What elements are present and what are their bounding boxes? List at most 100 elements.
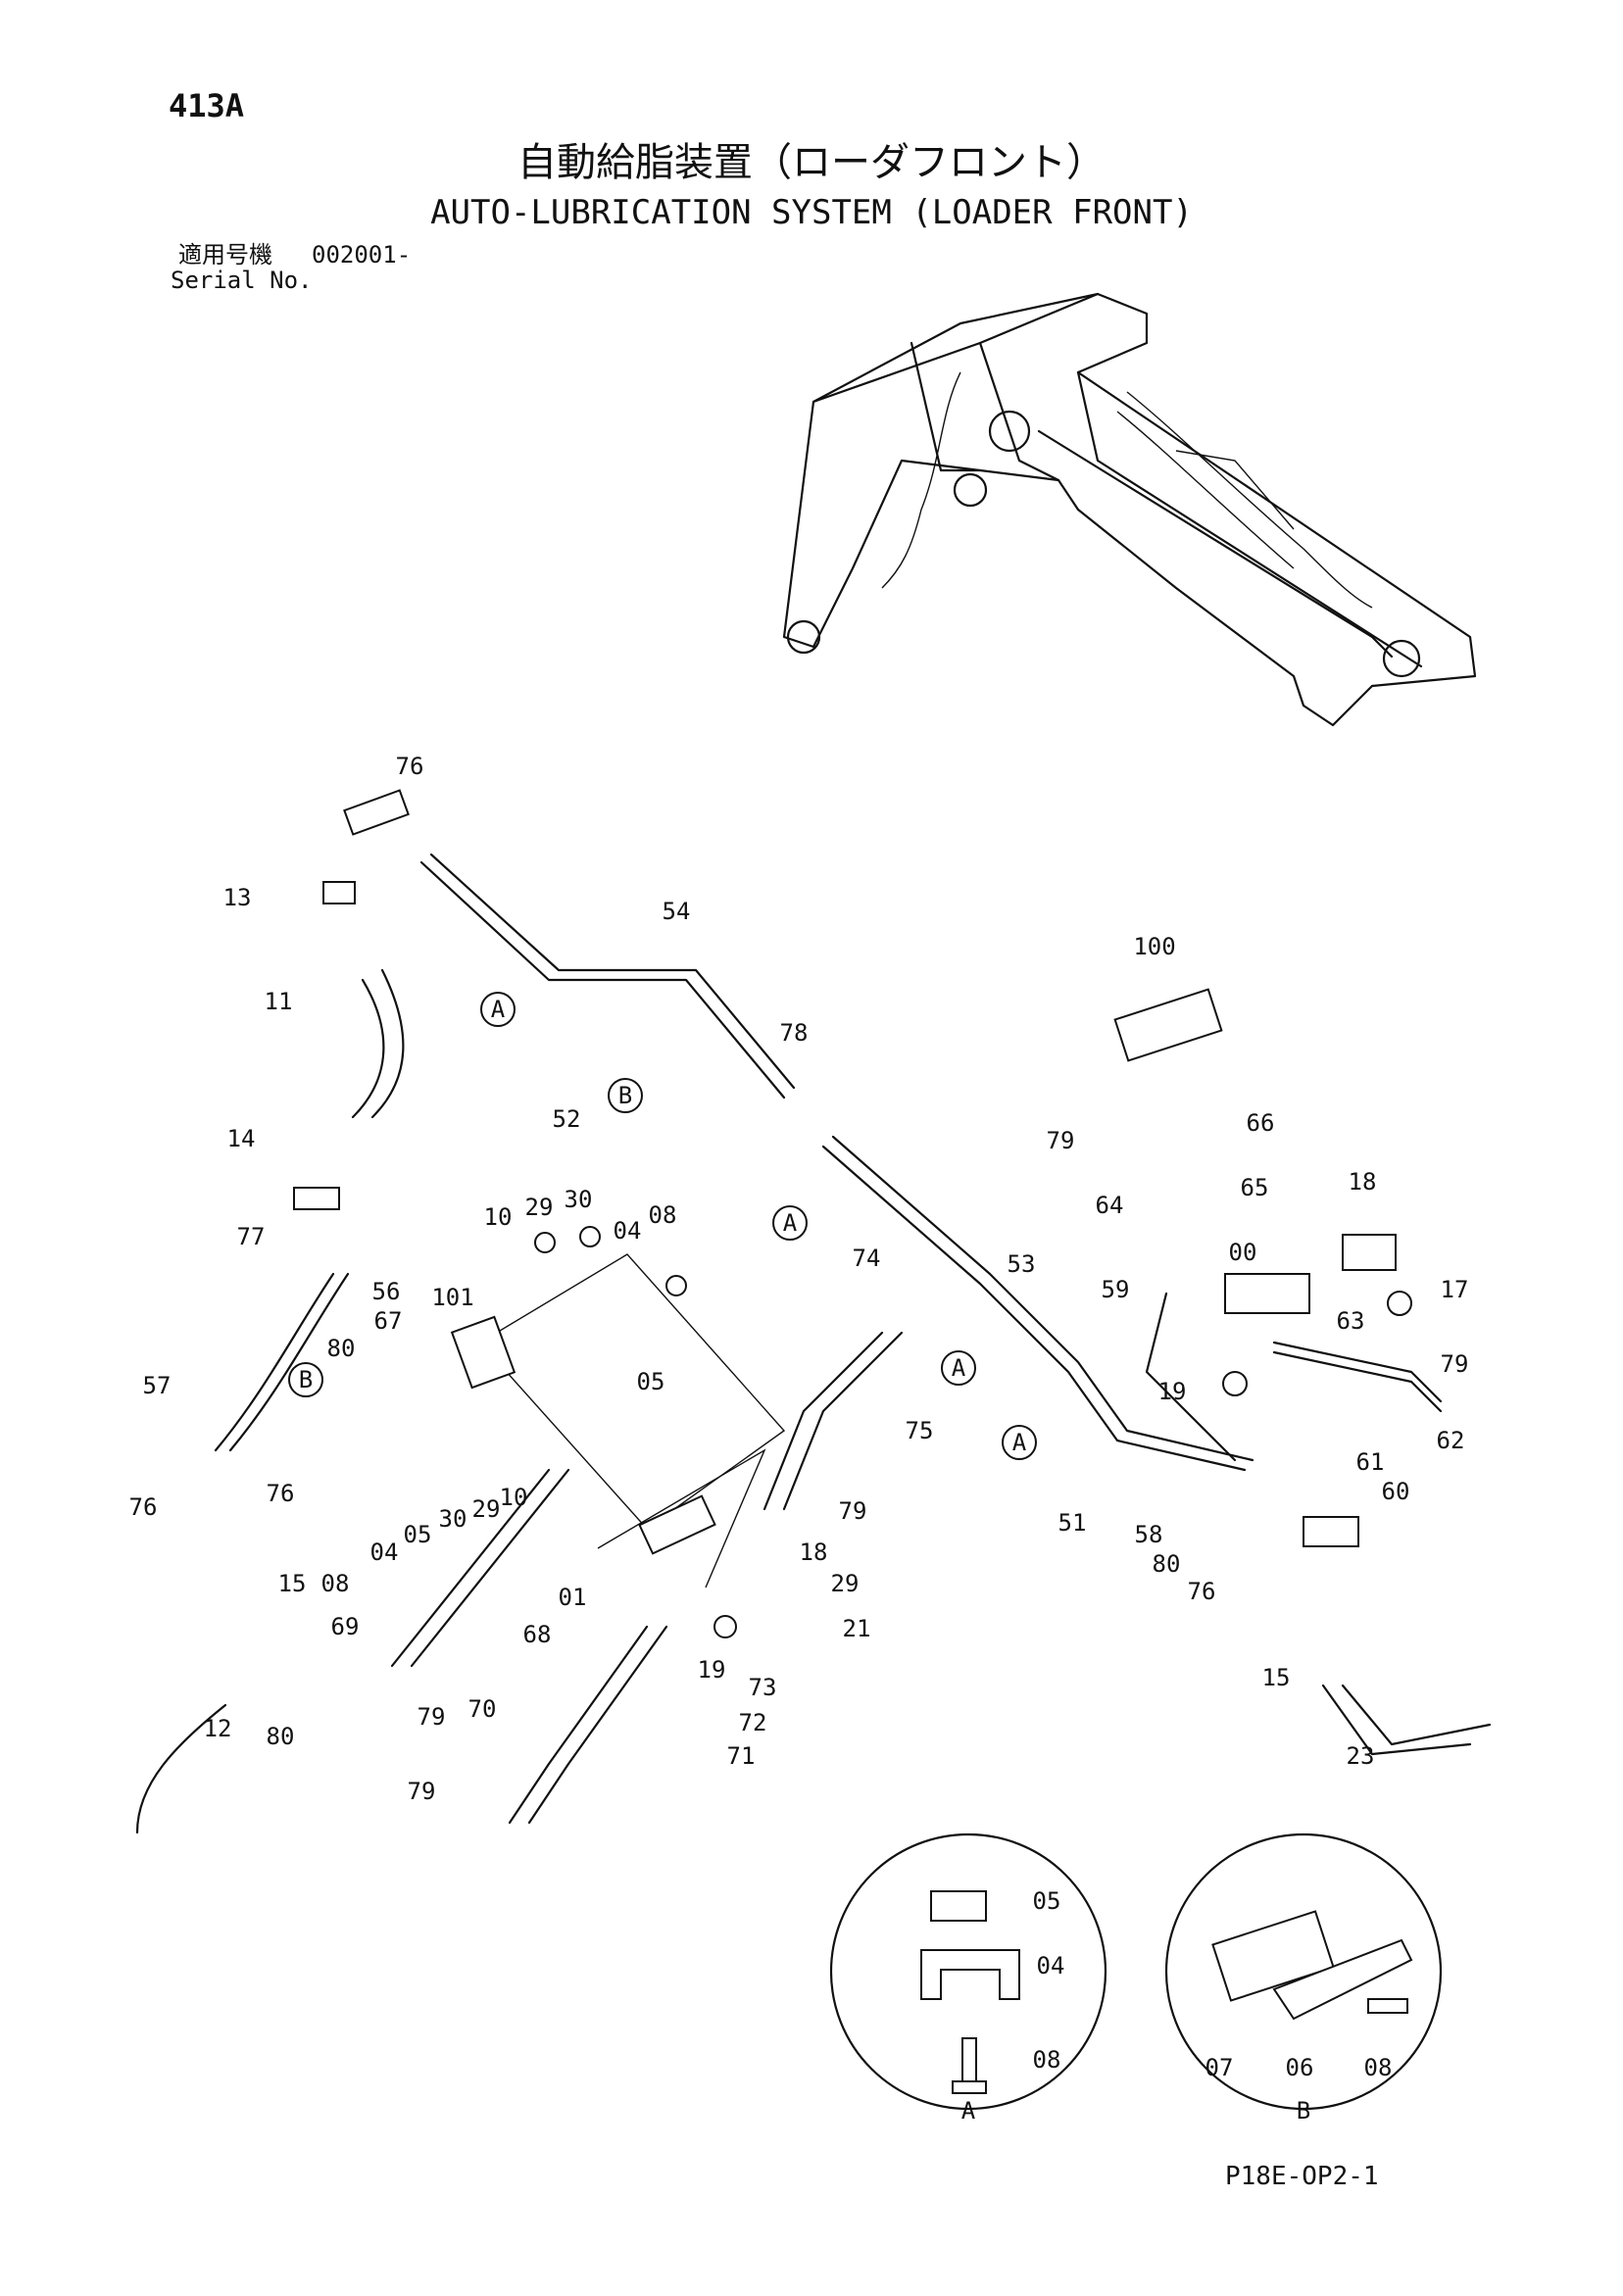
- page-title-english: AUTO-LUBRICATION SYSTEM (LOADER FRONT): [430, 193, 1193, 232]
- callout-08-50: 08: [321, 1570, 350, 1597]
- callout-04-44: 04: [370, 1539, 399, 1566]
- callout-29-13: 29: [525, 1194, 554, 1221]
- callout-10-12: 10: [484, 1203, 513, 1231]
- page-title-japanese: 自動給脂装置（ローダフロント）: [517, 140, 1106, 185]
- callout-77-18: 77: [237, 1223, 266, 1250]
- callout-70-60: 70: [468, 1695, 497, 1723]
- callout-67-25: 67: [374, 1307, 403, 1335]
- detail-label-a: A: [961, 2097, 976, 2125]
- view-marker-a-4: A: [941, 1350, 976, 1386]
- view-marker-b-1: B: [608, 1078, 643, 1113]
- drawing-code: P18E-OP2-1: [1225, 2162, 1379, 2191]
- callout-15-57: 15: [1262, 1664, 1291, 1691]
- callout-63-27: 63: [1337, 1307, 1365, 1335]
- serial-label-japanese: 適用号機: [178, 241, 272, 269]
- callout-62-34: 62: [1437, 1427, 1465, 1454]
- callout-23-65: 23: [1347, 1742, 1375, 1770]
- callout-29-41: 29: [472, 1495, 501, 1523]
- detail-a-view: [829, 1832, 1107, 2111]
- callout-04-15: 04: [614, 1217, 642, 1245]
- svg-text:A: A: [491, 996, 506, 1023]
- callout-08-73: 08: [1364, 2054, 1393, 2081]
- callout-12-62: 12: [204, 1715, 232, 1742]
- callout-57-31: 57: [143, 1372, 172, 1399]
- callout-68-55: 68: [523, 1621, 552, 1648]
- callout-80-48: 80: [1153, 1550, 1181, 1578]
- svg-text:B: B: [299, 1366, 313, 1393]
- callout-64-17: 64: [1096, 1192, 1124, 1219]
- svg-text:B: B: [618, 1082, 632, 1109]
- detail-label-b: B: [1297, 2097, 1310, 2125]
- callout-05-43: 05: [404, 1521, 432, 1548]
- callout-100-3: 100: [1133, 933, 1175, 960]
- view-markers: A B A B A A: [288, 992, 1037, 1460]
- callout-80-64: 80: [267, 1723, 295, 1750]
- callout-05-30: 05: [637, 1368, 665, 1395]
- callout-79-39: 79: [839, 1497, 867, 1525]
- view-marker-a-5: A: [1002, 1425, 1037, 1460]
- callout-76-36: 76: [267, 1480, 295, 1507]
- callout-04-69: 04: [1037, 1952, 1065, 1979]
- callout-18-47: 18: [800, 1539, 828, 1566]
- callout-71-66: 71: [727, 1742, 756, 1770]
- callout-19-58: 19: [698, 1656, 726, 1684]
- callout-76-0: 76: [396, 753, 424, 780]
- callout-79-67: 79: [408, 1778, 436, 1805]
- callout-66-9: 66: [1247, 1109, 1275, 1137]
- callout-76-52: 76: [1188, 1578, 1216, 1605]
- callout-06-72: 06: [1286, 2054, 1314, 2081]
- callout-60-37: 60: [1382, 1478, 1410, 1505]
- callout-51-45: 51: [1058, 1509, 1087, 1537]
- svg-text:A: A: [783, 1209, 798, 1237]
- view-marker-a-2: A: [772, 1205, 808, 1241]
- callout-13-1: 13: [223, 884, 252, 911]
- callout-59-23: 59: [1102, 1276, 1130, 1303]
- callout-11-4: 11: [265, 988, 293, 1015]
- callout-01-53: 01: [559, 1584, 587, 1611]
- callout-73-59: 73: [749, 1674, 777, 1701]
- view-marker-b-3: B: [288, 1362, 323, 1397]
- serial-label-english: Serial No.: [171, 267, 313, 294]
- callout-65-10: 65: [1241, 1174, 1269, 1201]
- callout-56-22: 56: [372, 1278, 401, 1305]
- view-marker-a-0: A: [480, 992, 516, 1027]
- grease-pipe-lines: [135, 853, 1492, 1834]
- callout-30-14: 30: [565, 1186, 593, 1213]
- component-shapes: [293, 789, 1412, 1638]
- serial-number-value: 002001-: [312, 241, 412, 269]
- callout-80-28: 80: [327, 1335, 356, 1362]
- page-id: 413A: [169, 87, 245, 124]
- callout-08-70: 08: [1033, 2046, 1061, 2074]
- callout-05-68: 05: [1033, 1887, 1061, 1915]
- callout-54-2: 54: [663, 898, 691, 925]
- callout-53-20: 53: [1008, 1250, 1036, 1278]
- callout-00-21: 00: [1229, 1239, 1257, 1266]
- callout-79-29: 79: [1441, 1350, 1469, 1378]
- callout-79-8: 79: [1047, 1127, 1075, 1154]
- callout-75-33: 75: [906, 1417, 934, 1444]
- callout-74-19: 74: [853, 1245, 881, 1272]
- callout-30-40: 30: [439, 1505, 467, 1533]
- callout-07-71: 07: [1205, 2054, 1234, 2081]
- callout-18-11: 18: [1349, 1168, 1377, 1196]
- svg-text:A: A: [952, 1354, 966, 1382]
- callout-78-5: 78: [780, 1019, 809, 1047]
- callout-19-32: 19: [1158, 1378, 1187, 1405]
- callout-17-24: 17: [1441, 1276, 1469, 1303]
- callout-69-54: 69: [331, 1613, 360, 1640]
- callout-14-7: 14: [227, 1125, 256, 1152]
- callout-08-16: 08: [649, 1201, 677, 1229]
- callout-58-46: 58: [1135, 1521, 1163, 1548]
- callout-79-63: 79: [418, 1703, 446, 1731]
- loader-front-overview-illustration: [782, 292, 1477, 727]
- svg-text:A: A: [1012, 1429, 1027, 1456]
- callout-21-56: 21: [843, 1615, 871, 1642]
- callout-52-6: 52: [553, 1105, 581, 1133]
- callout-29-51: 29: [831, 1570, 860, 1597]
- callout-76-38: 76: [129, 1493, 158, 1521]
- detail-b-view: [1164, 1832, 1443, 2111]
- callout-101-26: 101: [431, 1284, 473, 1311]
